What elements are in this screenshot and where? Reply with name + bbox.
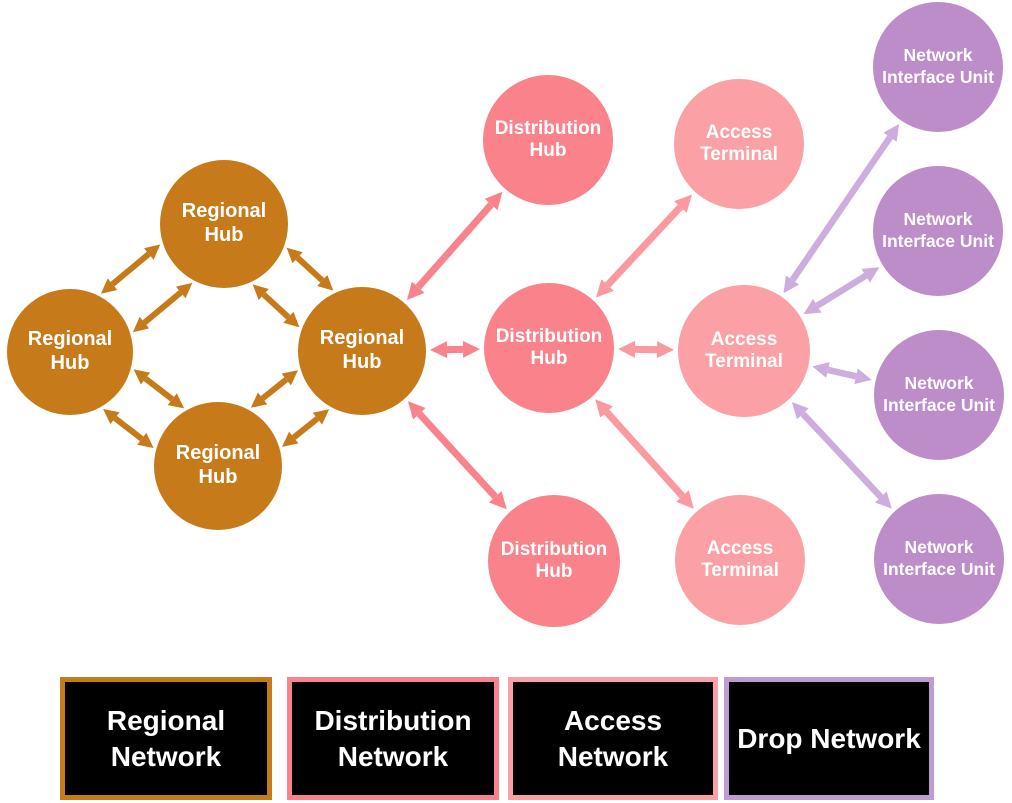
node-network-interface-unit: Network Interface Unit — [874, 494, 1004, 624]
node-label: Regional Hub — [319, 327, 405, 373]
node-label: Network Interface Unit — [882, 209, 994, 251]
node-label: Access Terminal — [701, 537, 779, 581]
node-regional-hub: Regional Hub — [154, 402, 282, 530]
legend-distribution-network: Distribution Network — [287, 677, 499, 800]
legend-access-network: Access Network — [508, 677, 718, 800]
node-label: Regional Hub — [175, 442, 261, 488]
node-label: Network Interface Unit — [882, 45, 994, 87]
legend-label: Distribution Network — [314, 704, 472, 772]
legend-drop-network: Drop Network — [724, 677, 934, 800]
legend-label: Drop Network — [737, 722, 921, 754]
legend-label: Access Network — [557, 704, 669, 772]
node-label: Access Terminal — [700, 121, 778, 165]
node-label: Access Terminal — [705, 328, 783, 372]
node-distribution-hub: Distribution Hub — [488, 495, 620, 627]
node-network-interface-unit: Network Interface Unit — [874, 330, 1004, 460]
legend-label: Regional Network — [106, 704, 226, 772]
node-distribution-hub: Distribution Hub — [483, 75, 613, 205]
node-regional-hub: Regional Hub — [160, 160, 288, 288]
node-label: Distribution Hub — [495, 325, 603, 369]
node-label: Distribution Hub — [494, 117, 602, 161]
node-label: Network Interface Unit — [883, 537, 995, 579]
legend-regional-network: Regional Network — [60, 677, 272, 800]
node-access-terminal: Access Terminal — [674, 79, 804, 209]
node-distribution-hub: Distribution Hub — [484, 283, 614, 413]
node-network-interface-unit: Network Interface Unit — [873, 2, 1003, 132]
node-regional-hub: Regional Hub — [7, 289, 133, 415]
node-network-interface-unit: Network Interface Unit — [873, 166, 1003, 296]
node-regional-hub: Regional Hub — [298, 287, 426, 415]
node-label: Distribution Hub — [500, 538, 608, 582]
node-label: Regional Hub — [27, 328, 113, 374]
node-label: Regional Hub — [181, 200, 267, 246]
node-access-terminal: Access Terminal — [675, 495, 805, 625]
node-label: Network Interface Unit — [883, 373, 995, 415]
node-access-terminal: Access Terminal — [678, 285, 810, 417]
